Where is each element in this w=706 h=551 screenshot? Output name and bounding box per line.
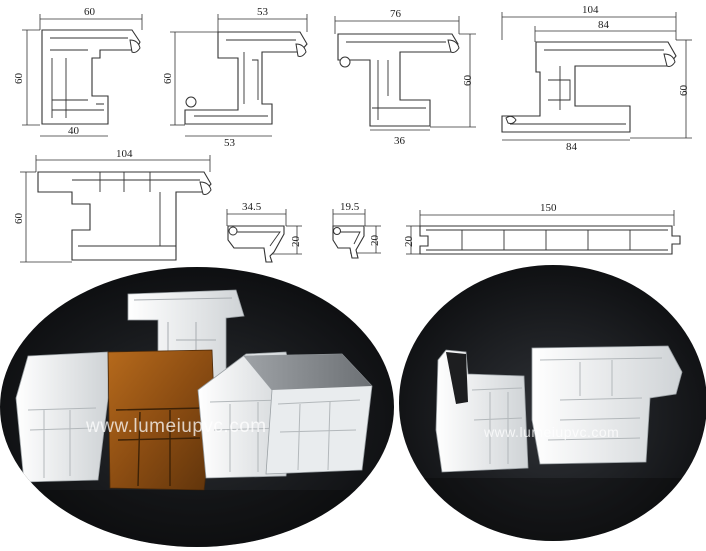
dim-label: 60 [13,73,25,85]
dim-label: 20 [403,236,415,248]
profile-drawing-1: 60 60 40 [13,6,143,137]
profile-drawing-4: 104 84 60 84 [501,4,692,153]
profile-drawing-2: 53 60 53 [162,6,308,149]
dim-label: 20 [369,235,381,247]
dim-label: 53 [224,137,236,149]
profile-drawing-7: 19.5 20 [332,201,381,259]
watermark-left: www.lumeiupvc.com [86,416,267,437]
dim-label: 60 [13,213,25,225]
dim-label: 84 [566,141,578,153]
dim-label: 19.5 [340,201,360,213]
dim-label: 36 [394,135,406,147]
watermark-right: www.lumeiupvc.com [484,424,620,440]
profile-drawing-6: 34.5 20 [226,201,302,263]
profile-drawing-8: 150 20 [403,202,681,255]
dim-label: 104 [582,4,599,16]
dim-label: 76 [390,8,402,20]
profile-drawing-5: 104 60 [13,148,212,263]
dim-label: 60 [84,6,96,18]
dim-label: 20 [290,236,302,248]
product-photo-right [399,265,706,541]
dim-label: 84 [598,19,610,31]
dim-label: 60 [678,85,690,97]
dim-label: 60 [162,73,174,85]
dim-label: 34.5 [242,201,262,213]
profile-drawing-3: 76 60 36 [334,8,476,147]
dim-label: 150 [540,202,557,214]
dim-label: 60 [462,75,474,87]
dim-label: 104 [116,148,133,160]
dim-label: 40 [68,125,80,137]
dim-label: 53 [257,6,269,18]
product-photo-left [0,267,394,547]
